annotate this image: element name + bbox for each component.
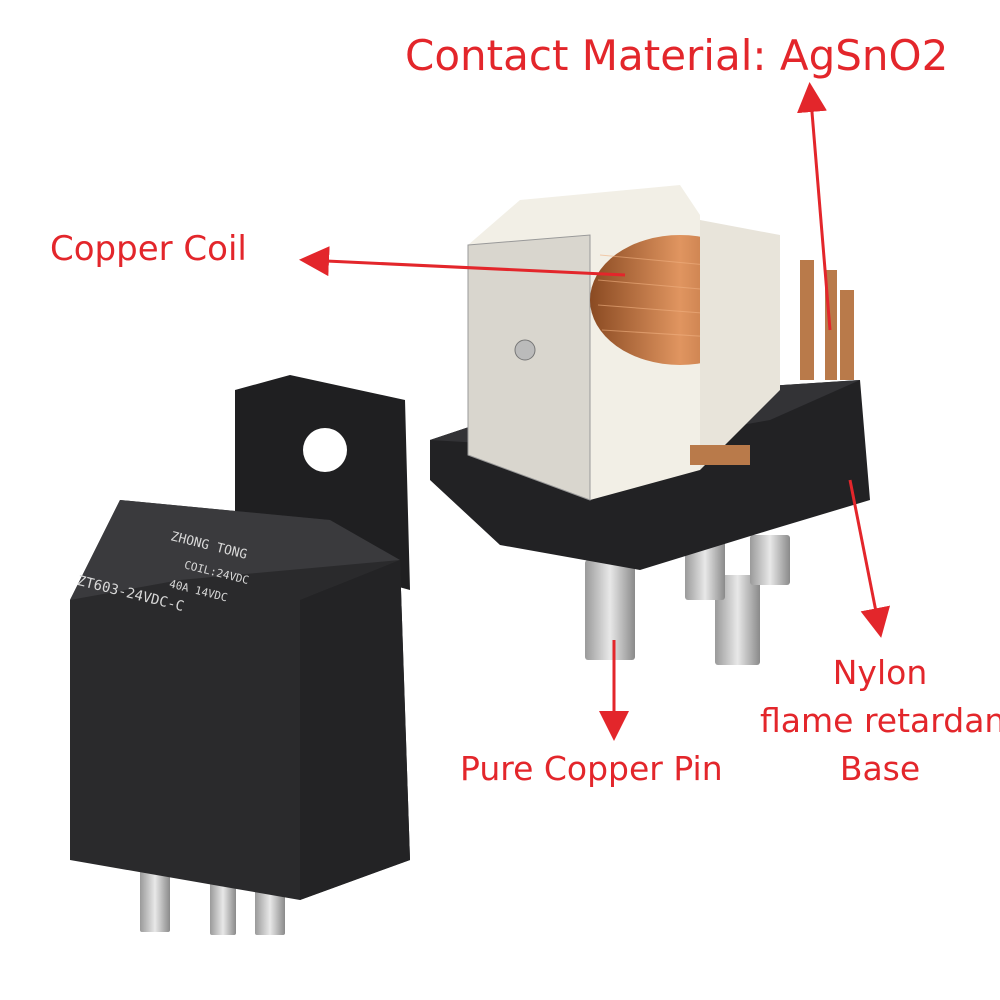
label-nylon-line3: Base: [839, 749, 921, 788]
label-copper-coil: Copper Coil: [50, 229, 247, 269]
open-relay: [430, 185, 870, 665]
rivet: [514, 339, 536, 361]
arrow-contact-material: [797, 82, 832, 331]
label-copper-pin: Pure Copper Pin: [460, 749, 723, 788]
label-contact-material: Contact Material: AgSnO2: [405, 31, 949, 80]
label-nylon-line1: Nylon: [832, 653, 928, 692]
annotation-arrows: [299, 82, 891, 741]
mounting-hole: [303, 428, 347, 472]
closed-relay: ZHONG TONG COIL:24VDC 40A 14VDC ZT603-24…: [70, 375, 410, 935]
label-nylon-line2: flame retardant: [760, 701, 1000, 740]
arrow-copper-coil: [299, 246, 626, 277]
relay-pins-right: [585, 535, 790, 665]
arrow-nylon-base: [848, 479, 891, 638]
